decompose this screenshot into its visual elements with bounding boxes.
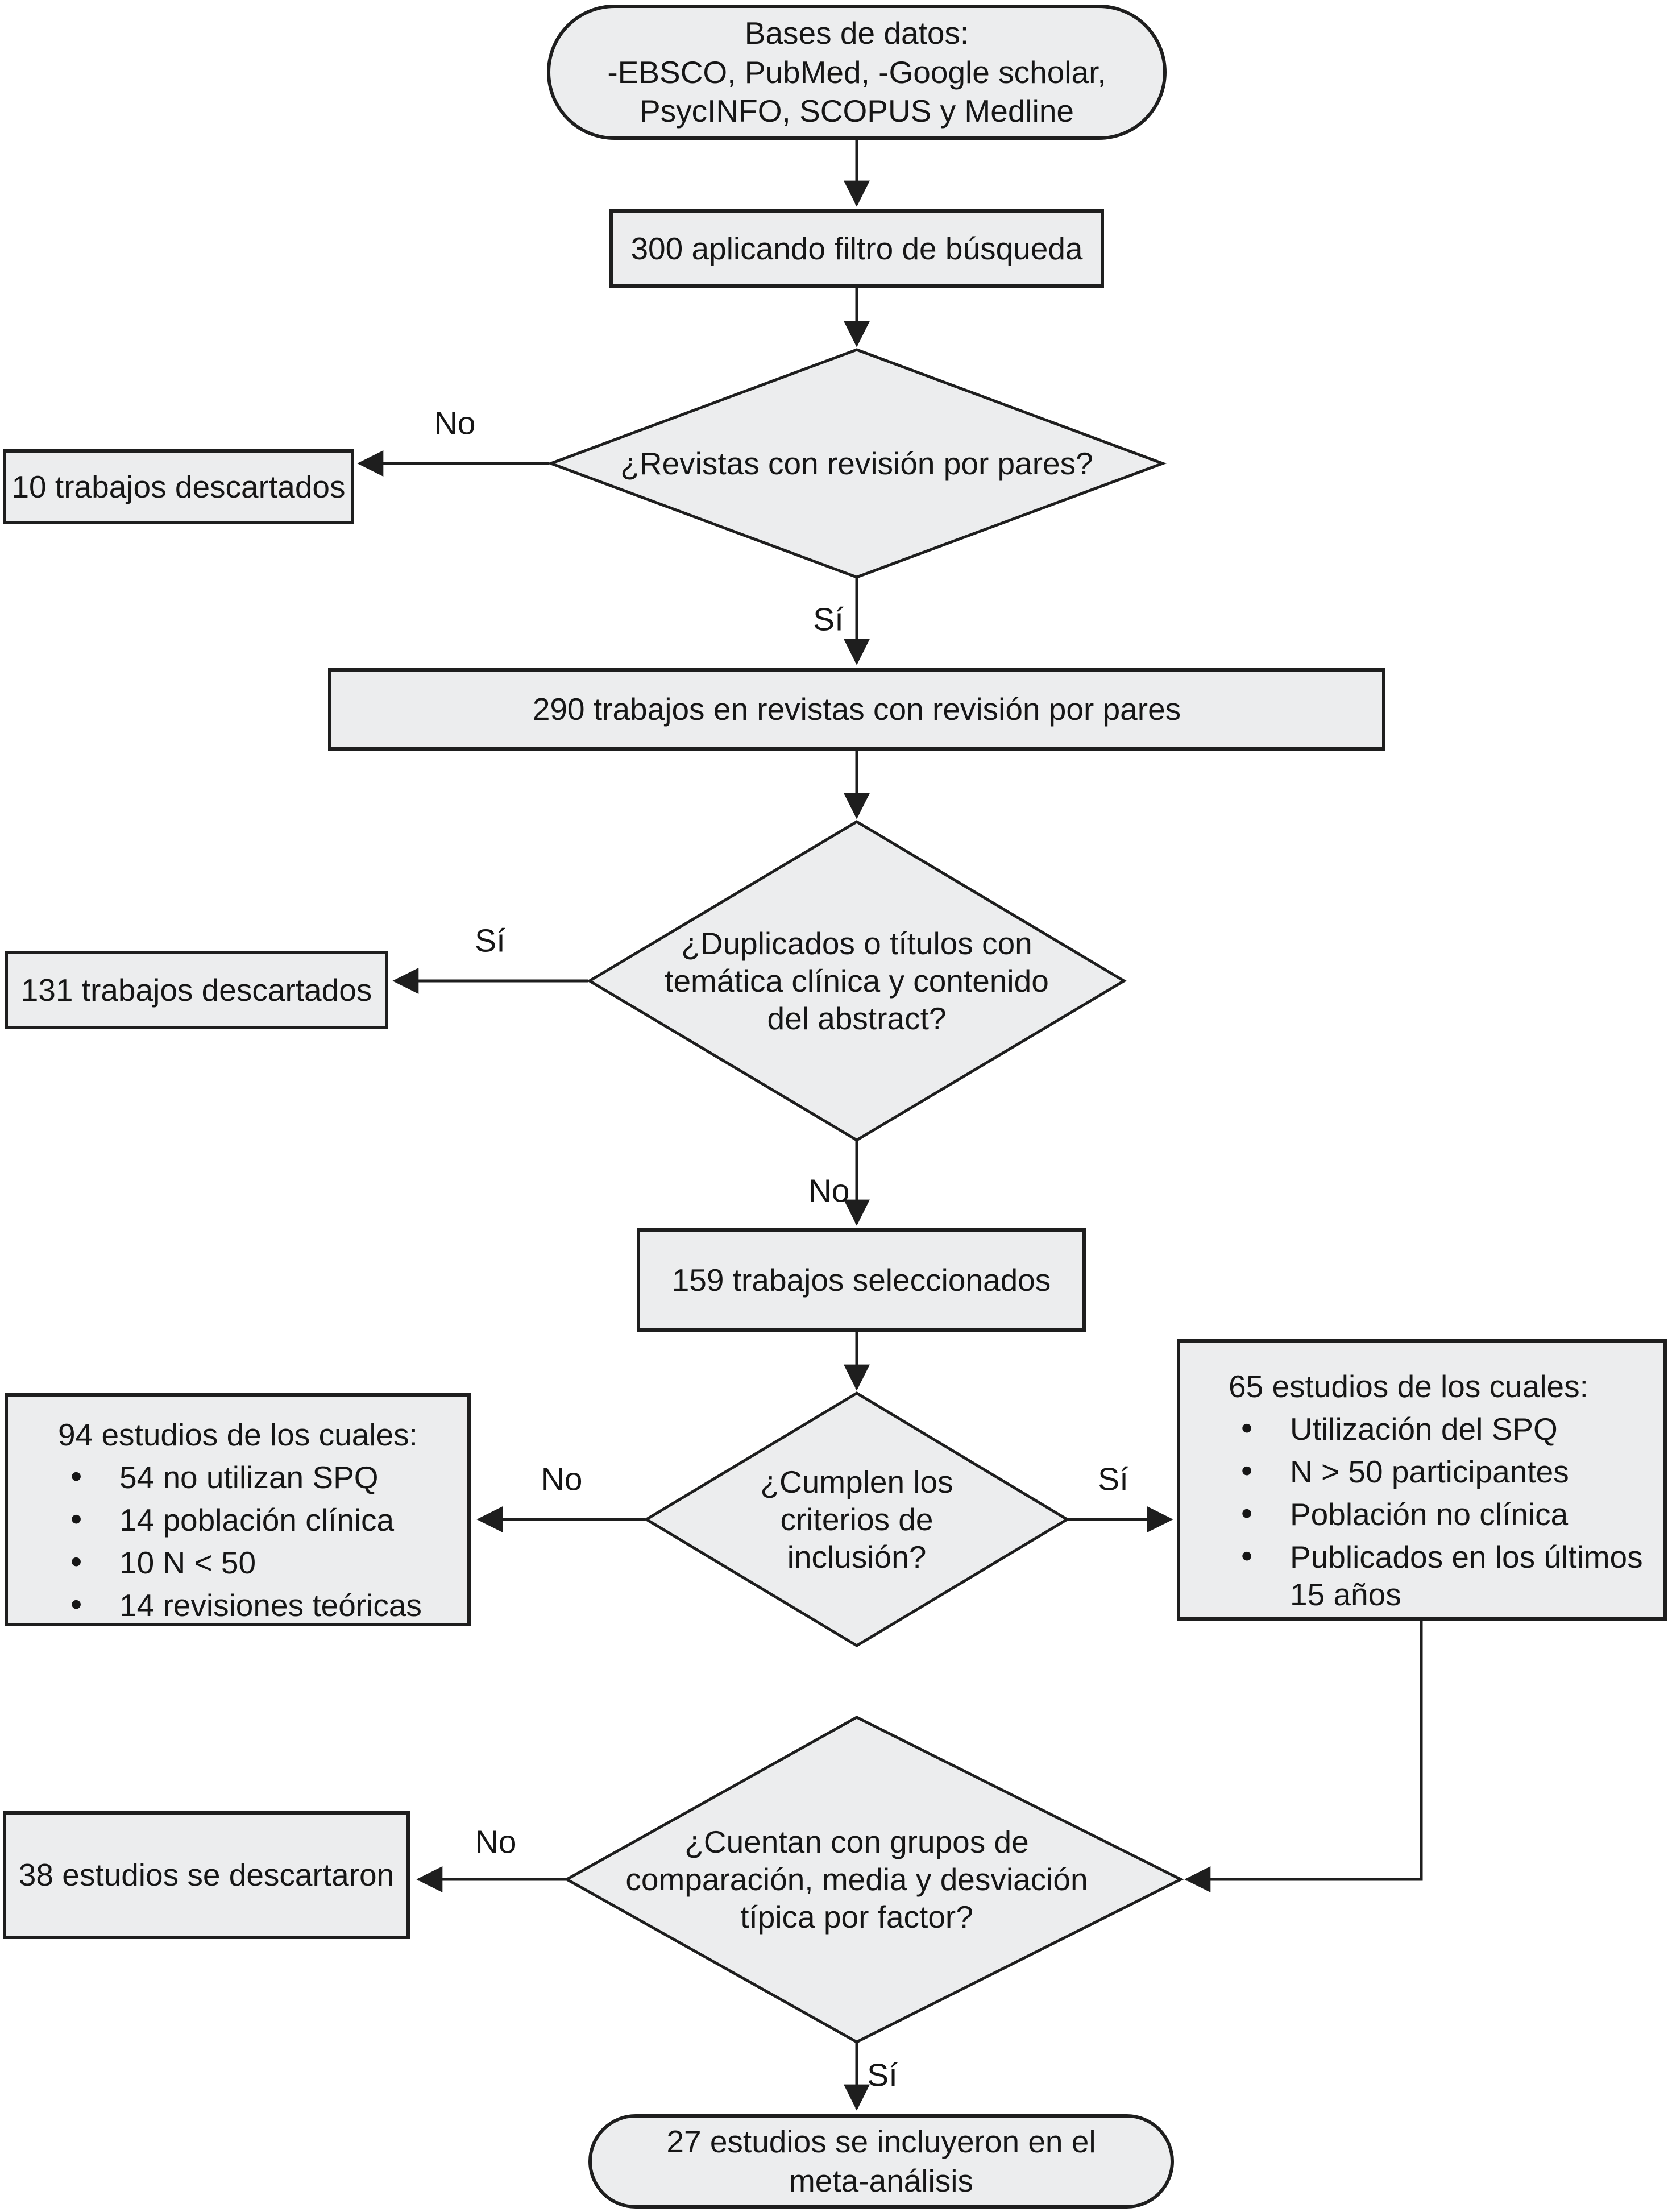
decision-duplicates-label: ¿Duplicados o títulos con temática clíni… bbox=[665, 926, 1049, 1036]
edge-label-groups-si: Sí bbox=[867, 2057, 898, 2094]
list-item: 14 revisiones teóricas bbox=[58, 1585, 458, 1625]
connector-65-to-groups bbox=[1184, 1621, 1423, 1892]
terminal-databases: Bases de datos: -EBSCO, PubMed, -Google … bbox=[547, 5, 1167, 140]
process-selected-159: 159 trabajos seleccionados bbox=[637, 1228, 1086, 1332]
decision-groups-label: ¿Cuentan con grupos de comparación, medi… bbox=[625, 1824, 1088, 1935]
excluded-94-list: 54 no utilizan SPQ 14 población clínica … bbox=[58, 1457, 458, 1625]
decision-inclusion-label: ¿Cumplen los criterios de inclusión? bbox=[760, 1464, 953, 1575]
list-item: 54 no utilizan SPQ bbox=[58, 1457, 458, 1497]
decision-diamond-inclusion bbox=[644, 1391, 1070, 1647]
edge-label-duplicates-si: Sí bbox=[475, 922, 505, 959]
list-item: 10 N < 50 bbox=[58, 1543, 458, 1582]
edge-label-inclusion-si: Sí bbox=[1098, 1461, 1128, 1498]
process-excluded-94: 94 estudios de los cuales: 54 no utiliza… bbox=[5, 1393, 471, 1626]
process-search-filter: 300 aplicando filtro de búsqueda bbox=[609, 209, 1104, 288]
process-discarded-10: 10 trabajos descartados bbox=[3, 449, 354, 524]
process-discarded-38: 38 estudios se descartaron bbox=[3, 1811, 410, 1939]
list-item: Utilización del SPQ bbox=[1229, 1409, 1655, 1448]
list-item: Publicados en los últimos 15 años bbox=[1229, 1537, 1655, 1613]
list-item: N > 50 participantes bbox=[1229, 1452, 1655, 1491]
process-peer-reviewed-290: 290 trabajos en revistas con revisión po… bbox=[328, 668, 1385, 751]
process-discarded-131: 131 trabajos descartados bbox=[5, 951, 388, 1029]
edge-label-peer-review-si: Sí bbox=[813, 601, 844, 638]
decision-peer-review-label: ¿Revistas con revisión por pares? bbox=[620, 446, 1093, 481]
process-included-65: 65 estudios de los cuales: Utilización d… bbox=[1177, 1339, 1667, 1621]
edge-label-duplicates-no: No bbox=[808, 1173, 850, 1209]
edge-label-inclusion-no: No bbox=[541, 1461, 583, 1498]
excluded-94-title: 94 estudios de los cuales: bbox=[58, 1417, 418, 1452]
edge-label-peer-review-no: No bbox=[434, 405, 476, 442]
terminal-included-27: 27 estudios se incluyeron en el meta-aná… bbox=[588, 2114, 1174, 2209]
included-65-list: Utilización del SPQ N > 50 participantes… bbox=[1229, 1409, 1655, 1613]
list-item: Población no clínica bbox=[1229, 1494, 1655, 1534]
list-item: 14 población clínica bbox=[58, 1500, 458, 1539]
edge-label-groups-no: No bbox=[475, 1824, 517, 1861]
included-65-title: 65 estudios de los cuales: bbox=[1229, 1369, 1588, 1404]
